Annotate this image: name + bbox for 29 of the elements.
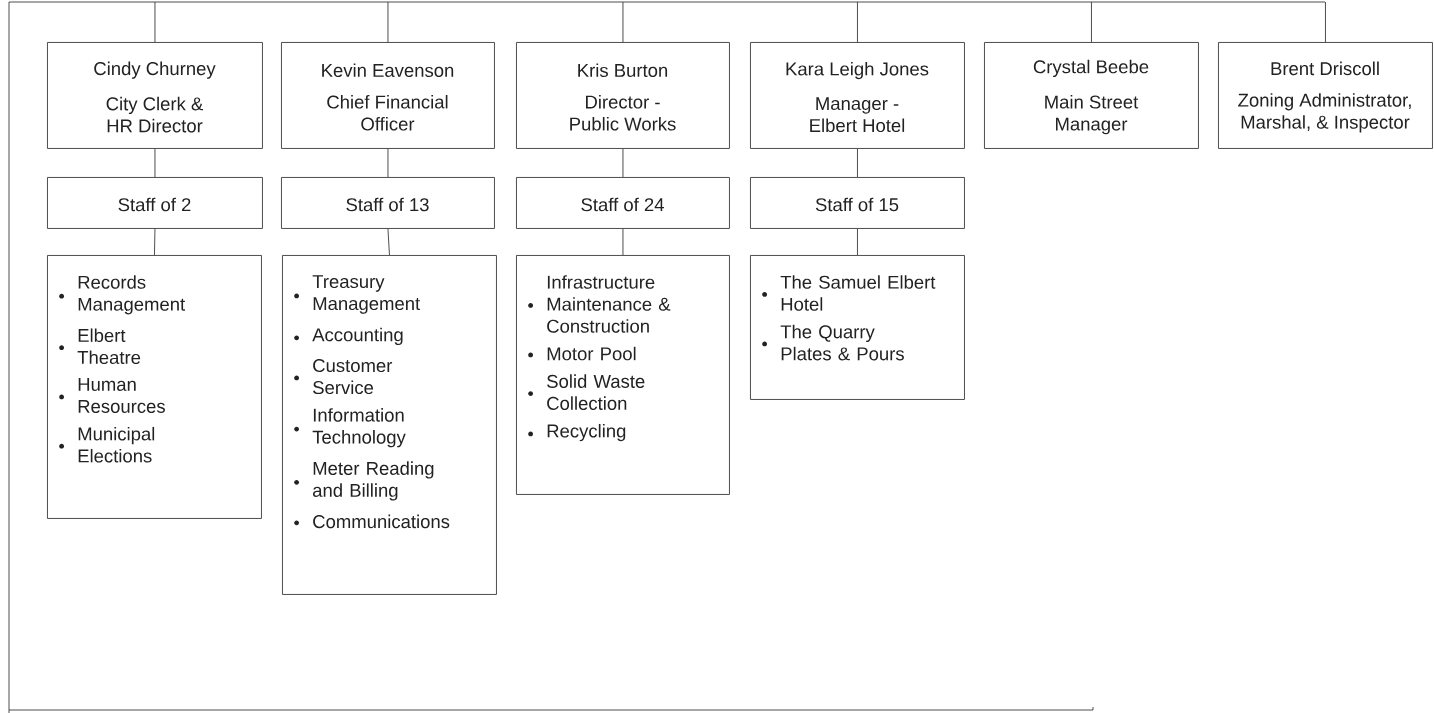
connector-line xyxy=(857,148,858,178)
staff-box: Staff of 24 xyxy=(516,177,730,229)
connector-line xyxy=(622,148,624,178)
duties-box: Records Management Elbert Theatre Human Resources Municipal Elections xyxy=(47,255,262,519)
connector-line xyxy=(387,148,389,178)
connector-line xyxy=(1325,1,1326,43)
connector-line xyxy=(622,228,624,256)
connector-line xyxy=(387,228,390,256)
position-box: Brent Driscoll Zoning Administrator, Marshal, & Inspector xyxy=(1218,42,1433,149)
staff-box: Staff of 2 xyxy=(47,177,263,229)
duties-box: The Samuel Elbert Hotel The Quarry Plates & Pours xyxy=(750,255,965,400)
staff-box: Staff of 13 xyxy=(281,177,495,229)
connector-line xyxy=(154,1,156,43)
connector-line xyxy=(8,1,1326,713)
connector-line xyxy=(154,148,156,178)
connector-line xyxy=(1091,1,1092,43)
duties-box: Treasury Management Accounting Customer Service Information Technology Meter Reading and Billing Communications xyxy=(282,255,497,595)
connector-line xyxy=(387,1,389,43)
position-box: Crystal Beebe Main Street Manager xyxy=(984,42,1199,149)
connector-line xyxy=(857,1,858,43)
connector-line xyxy=(622,1,624,43)
connector-line xyxy=(857,228,858,256)
staff-box: Staff of 15 xyxy=(750,177,965,229)
position-box: Cindy Churney City Clerk & HR Director xyxy=(47,42,263,149)
connector-line xyxy=(154,228,156,256)
position-box: Kara Leigh Jones Manager - Elbert Hotel xyxy=(750,42,965,149)
position-box: Kevin Eavenson Chief Financial Officer xyxy=(281,42,495,149)
duties-box: Infrastructure Maintenance & Construction Motor Pool Solid Waste Collection Recycling xyxy=(516,255,730,495)
position-box: Kris Burton Director - Public Works xyxy=(516,42,730,149)
